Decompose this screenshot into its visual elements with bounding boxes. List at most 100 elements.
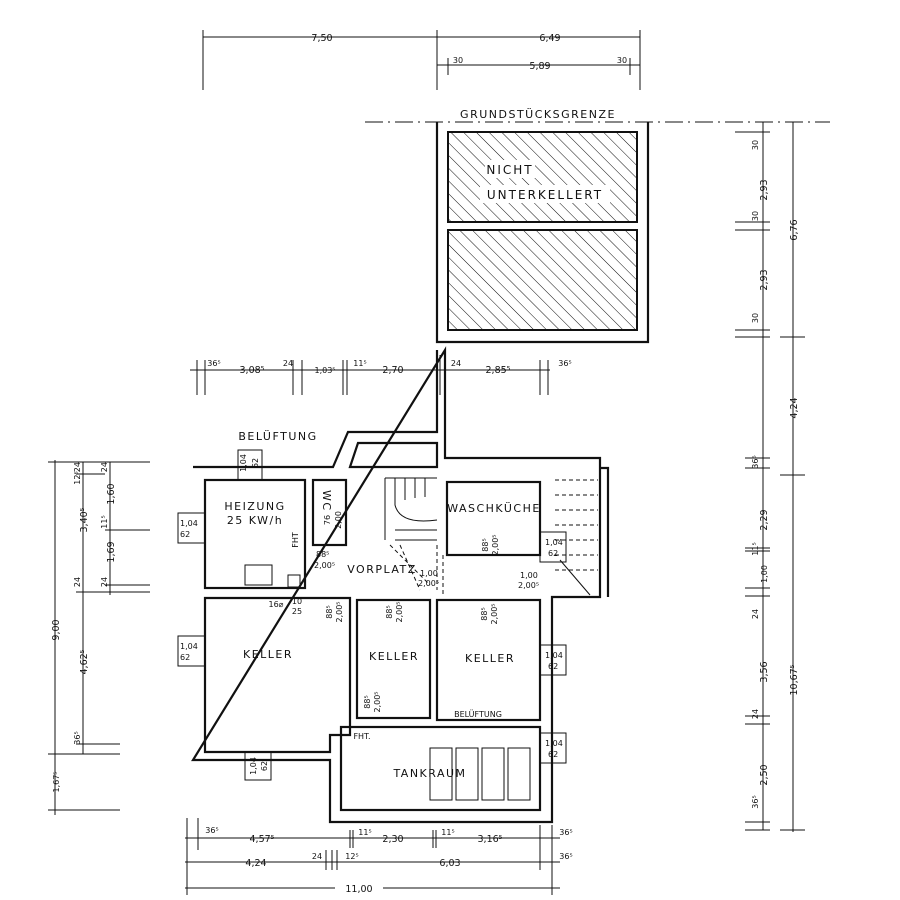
dim-text: 2,50	[759, 764, 770, 785]
window-height: 62	[548, 662, 558, 671]
window-height: 62	[180, 530, 190, 539]
mid-dimension-row: 36⁵ 3,08⁵ 24 1,03⁵ 11⁵ 2,70 24 2,85⁵ 36⁵	[190, 355, 572, 395]
room-keller-mid	[355, 598, 432, 720]
dim-text: 2,30	[382, 834, 403, 845]
wc-label: WC	[320, 490, 333, 512]
chimney-size-w: 10	[292, 597, 302, 606]
dim-text: 2,93	[759, 179, 770, 200]
door-width: 1,00	[520, 571, 538, 580]
dim-text: 4,24	[245, 858, 266, 869]
dim-text: 2,29	[759, 509, 770, 530]
unterkellert-label: UNTERKELLERT	[487, 188, 603, 202]
dim-text: 5,89	[529, 61, 550, 72]
dim-text: 24	[73, 462, 82, 472]
room-labels: BELÜFTUNG HEIZUNG 25 KW/h WC FHT VORPLAT…	[224, 430, 541, 780]
dim-text: 11,00	[345, 884, 372, 895]
window-width: 1,04	[180, 519, 198, 528]
dim-text: 11⁵	[441, 828, 454, 837]
left-dimensions: 9,00 1,67⁵ 24 12⁵ 3,40⁵ 24 4,62⁵ 36⁵ 24 …	[48, 460, 150, 815]
chimney-size-h: 25	[292, 607, 302, 616]
dim-text: 12⁵	[345, 852, 358, 861]
heizung-label: HEIZUNG	[224, 500, 285, 513]
dim-text: 24	[312, 852, 322, 861]
property-boundary-label: GRUNDSTÜCKSGRENZE	[460, 108, 616, 121]
window-height: 62	[251, 458, 260, 468]
door-height: 2,00⁵	[491, 534, 500, 555]
window-height: 62	[260, 761, 269, 771]
dim-text: 30	[751, 313, 760, 323]
dim-text: 36⁵	[751, 795, 760, 808]
dim-text: 30	[751, 211, 760, 221]
dim-text: 11⁵	[358, 828, 371, 837]
dim-text: 12⁵	[73, 471, 82, 484]
room-wc	[311, 478, 348, 547]
dim-text: 6,76	[789, 219, 800, 240]
belueftung-bottom-label: BELÜFTUNG	[454, 709, 502, 719]
dim-text: 1,03⁵	[314, 366, 335, 375]
belueftung-label: BELÜFTUNG	[238, 430, 317, 443]
door-height: 2,00⁵	[314, 561, 335, 570]
window-width: 1,04	[545, 651, 563, 660]
dim-text: 1,60	[106, 483, 117, 504]
door-width: 88⁵	[363, 695, 372, 708]
fht-bottom-label: FHT.	[353, 732, 370, 741]
dim-text: 24	[751, 709, 760, 719]
door-width: 88⁵	[385, 605, 394, 618]
dim-text: 36⁵	[558, 359, 571, 368]
dim-text: 3,40⁵	[79, 507, 90, 532]
door-height: 2,00⁵	[335, 601, 344, 622]
dim-text: 3,08⁵	[240, 365, 265, 376]
top-dimensions: 7,50 6,49 30 5,89 30	[202, 30, 641, 90]
door-width: 88⁵	[480, 607, 489, 620]
window-width: 1,04	[545, 538, 563, 547]
dim-text: 6,49	[539, 33, 560, 44]
door-labels: 88⁵ 2,00⁵ 1,00 2,00⁵ 1,00 2,00⁵ 88⁵ 2,00…	[314, 511, 539, 712]
dim-text: 30	[751, 140, 760, 150]
window-height: 62	[548, 549, 558, 558]
door-width: 1,00	[420, 569, 438, 578]
dim-text: 11⁵	[100, 515, 109, 528]
dim-text: 3,16⁵	[478, 834, 503, 845]
door-width: 76	[323, 515, 332, 525]
window-width: 1,04	[180, 642, 198, 651]
property-boundary: GRUNDSTÜCKSGRENZE	[365, 108, 830, 123]
door-height: 2,00	[334, 511, 343, 529]
dim-text: 24	[283, 359, 293, 368]
dim-text: 30	[453, 56, 463, 65]
room-waschkueche	[445, 480, 542, 557]
dim-text: 36⁵	[207, 359, 220, 368]
door-height: 2,00⁵	[395, 601, 404, 622]
non-basement-area: NICHT UNTERKELLERT	[435, 122, 650, 344]
door-height: 2,00⁵	[518, 581, 539, 590]
dim-text: 11⁵	[751, 542, 760, 555]
dim-text: 9,00	[51, 619, 62, 640]
window-labels: 1,04 62 1,04 62 1,04 62 1,04 62 1,04 62 …	[180, 454, 563, 775]
nicht-label: NICHT	[486, 163, 533, 177]
chimney-label: 16⌀	[269, 600, 284, 609]
dim-text: 4,62⁵	[79, 649, 90, 674]
window-height: 62	[548, 750, 558, 759]
door-height: 2,00⁵	[418, 579, 439, 588]
heizung-power-label: 25 KW/h	[227, 514, 283, 527]
waschkueche-label: WASCHKÜCHE	[447, 502, 541, 515]
keller-right-label: KELLER	[465, 652, 515, 665]
dim-text: 1,00	[760, 565, 769, 583]
dim-text: 36⁵	[73, 731, 82, 744]
dim-text: 24	[73, 577, 82, 587]
dim-text: 1,69	[106, 541, 117, 562]
dim-text: 24	[100, 462, 109, 472]
dim-text: 2,93	[759, 269, 770, 290]
door-width: 88⁵	[325, 605, 334, 618]
dim-text: 4,57⁵	[250, 834, 275, 845]
window-height: 62	[180, 653, 190, 662]
dim-text: 24	[751, 609, 760, 619]
room-keller-left	[203, 596, 352, 754]
door-height: 2,00⁵	[373, 691, 382, 712]
dim-text: 11⁵	[353, 359, 366, 368]
fht-label: FHT	[291, 532, 300, 548]
room-tankraum	[339, 725, 542, 812]
right-dimensions: 6,76 4,24 10,67⁵ 30 2,93 30 2,93 30 36⁵ …	[735, 122, 805, 832]
dim-text: 10,67⁵	[789, 664, 800, 695]
door-width: 88⁵	[316, 550, 329, 559]
